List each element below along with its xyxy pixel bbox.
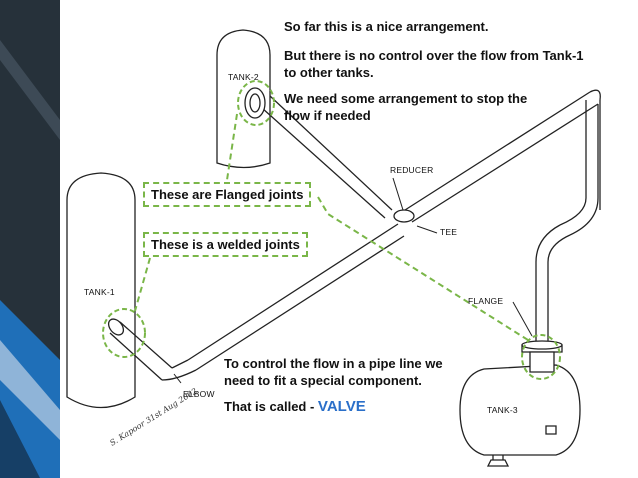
- label-flange: FLANGE: [468, 296, 504, 306]
- joint-highlights: [102, 80, 561, 380]
- note-bottom3-prefix: That is called -: [224, 399, 318, 414]
- note-bottom3: That is called - VALVE: [224, 398, 366, 415]
- callout-welded-joints: These is a welded joints: [143, 232, 308, 257]
- note-line3b: flow if needed: [284, 108, 371, 123]
- leader-lines: [134, 113, 529, 341]
- note-bottom2: need to fit a special component.: [224, 373, 422, 388]
- label-elbow: ELBOW: [183, 389, 215, 399]
- note-line3a: We need some arrangement to stop the: [284, 91, 528, 106]
- label-tee: TEE: [440, 227, 458, 237]
- pipes: [109, 89, 601, 381]
- label-tank-2: TANK-2: [228, 72, 259, 82]
- callout-flanged-joints: These are Flanged joints: [143, 182, 312, 207]
- label-pointers: [173, 177, 533, 384]
- tank-1: [66, 172, 136, 409]
- note-line2a: But there is no control over the flow fr…: [284, 48, 584, 63]
- note-line2b: to other tanks.: [284, 65, 374, 80]
- label-tank-1: TANK-1: [84, 287, 115, 297]
- tank-2: [216, 29, 271, 169]
- valve-word: VALVE: [317, 398, 366, 415]
- joints: [107, 87, 563, 373]
- label-tank-3: TANK-3: [487, 405, 518, 415]
- tank-3: [459, 364, 581, 467]
- note-line1: So far this is a nice arrangement.: [284, 19, 489, 34]
- label-reducer: REDUCER: [390, 165, 434, 175]
- note-bottom1: To control the flow in a pipe line we: [224, 356, 443, 371]
